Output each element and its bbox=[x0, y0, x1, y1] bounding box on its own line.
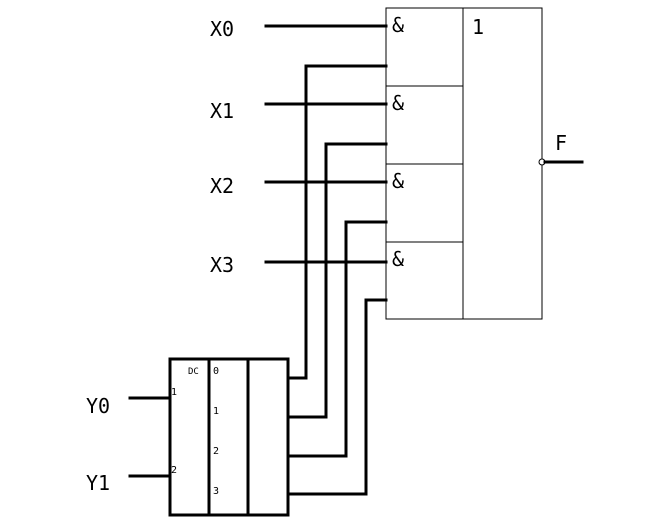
decoder-out-pin-0: 0 bbox=[213, 366, 219, 377]
label-x0: X0 bbox=[210, 17, 234, 41]
decoder-out-pin-3: 3 bbox=[213, 486, 219, 497]
label-x2: X2 bbox=[210, 174, 234, 198]
and-symbol-1: & bbox=[392, 13, 404, 37]
and-symbol-2: & bbox=[392, 91, 404, 115]
label-x1: X1 bbox=[210, 99, 234, 123]
label-y1: Y1 bbox=[86, 471, 110, 495]
label-f: F bbox=[555, 131, 567, 155]
label-y0: Y0 bbox=[86, 394, 110, 418]
and-symbol-3: & bbox=[392, 169, 404, 193]
label-x3: X3 bbox=[210, 253, 234, 277]
decoder-out-pin-1: 1 bbox=[213, 406, 219, 417]
and-symbol-4: & bbox=[392, 247, 404, 271]
decoder: DC 1 2 0 1 2 3 bbox=[168, 357, 290, 517]
and-or-gate: & & & & 1 bbox=[385, 7, 543, 320]
decoder-title: DC bbox=[188, 367, 199, 377]
wire-dc-out-0 bbox=[286, 64, 388, 380]
decoder-outline bbox=[168, 357, 290, 517]
wire-dc-out-1 bbox=[286, 142, 388, 419]
decoder-in-pin-2: 2 bbox=[171, 465, 177, 476]
or-symbol: 1 bbox=[472, 15, 484, 39]
decoder-out-pin-2: 2 bbox=[213, 446, 219, 457]
decoder-in-pin-1: 1 bbox=[171, 387, 177, 398]
wire-dc-out-2 bbox=[286, 220, 388, 458]
wire-dc-out-3 bbox=[286, 298, 388, 496]
